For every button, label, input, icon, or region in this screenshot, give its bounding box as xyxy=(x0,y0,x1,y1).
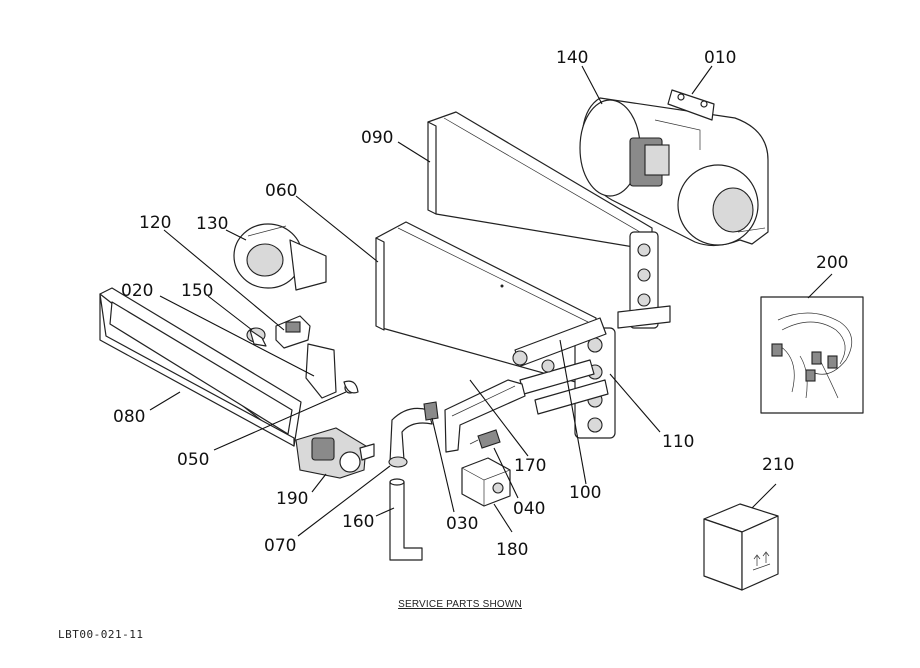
callout-200: 200 xyxy=(816,253,848,273)
part-120-relay[interactable] xyxy=(275,315,311,349)
callout-170: 170 xyxy=(514,456,546,476)
part-040-clamp[interactable] xyxy=(469,429,501,449)
drawing-id: LBT00-021-11 xyxy=(58,628,144,641)
callout-080: 080 xyxy=(113,407,145,427)
callout-050: 050 xyxy=(177,450,209,470)
part-190-valve-actuator[interactable] xyxy=(295,427,375,479)
callout-090: 090 xyxy=(361,128,393,148)
this-side-up-icon xyxy=(752,551,771,571)
callout-190: 190 xyxy=(276,489,308,509)
callout-030: 030 xyxy=(446,514,478,534)
part-150-sensor[interactable] xyxy=(246,327,267,347)
callout-160: 160 xyxy=(342,512,374,532)
callout-070: 070 xyxy=(264,536,296,556)
caption-text: SERVICE PARTS SHOWN xyxy=(398,599,522,610)
part-010-bracket[interactable] xyxy=(667,89,715,121)
part-180-valve-block[interactable] xyxy=(461,457,511,507)
callout-180: 180 xyxy=(496,540,528,560)
callout-010: 010 xyxy=(704,48,736,68)
part-160-drain-tube[interactable] xyxy=(389,478,423,561)
callout-100: 100 xyxy=(569,483,601,503)
callout-120: 120 xyxy=(139,213,171,233)
part-140-blower-assembly[interactable] xyxy=(579,97,769,247)
callout-210: 210 xyxy=(762,455,794,475)
callout-060: 060 xyxy=(265,181,297,201)
part-070-hose[interactable] xyxy=(388,407,433,468)
callout-130: 130 xyxy=(196,214,228,234)
part-050-screw[interactable] xyxy=(343,380,359,394)
part-030-clamp[interactable] xyxy=(423,401,439,421)
part-210-box[interactable] xyxy=(703,503,779,591)
part-080-grille-frame[interactable] xyxy=(99,287,302,447)
part-170-pipe[interactable] xyxy=(444,379,526,453)
callout-110: 110 xyxy=(662,432,694,452)
callout-140: 140 xyxy=(556,48,588,68)
callout-020: 020 xyxy=(121,281,153,301)
part-060-coil-panel[interactable] xyxy=(375,221,597,387)
callout-040: 040 xyxy=(513,499,545,519)
part-200-wiring-harness[interactable] xyxy=(760,296,864,414)
part-130-small-blower[interactable] xyxy=(233,223,327,291)
callout-150: 150 xyxy=(181,281,213,301)
caption: SERVICE PARTS SHOWN xyxy=(0,599,920,610)
leader-lines xyxy=(149,65,833,537)
